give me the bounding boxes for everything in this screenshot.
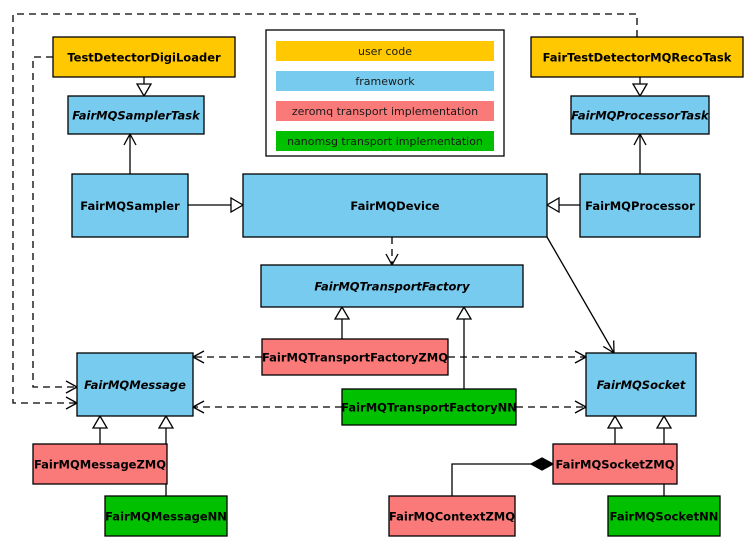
class-name-label: FairMQDevice [350,199,439,213]
arrowhead-hollow-triangle [333,305,351,320]
class-box[interactable] [67,95,205,135]
arrowhead-hollow-triangle [230,196,245,214]
class-name-label: FairTestDetectorMQRecoTask [543,51,732,65]
arrowhead-open-arrow [65,380,78,394]
legend-label: nanomsg transport implementation [287,135,483,148]
class-node-FairMQSampler[interactable]: FairMQSampler [71,173,189,238]
class-box[interactable] [341,388,517,426]
edge-path [32,56,77,388]
edge-path [451,463,553,496]
nodes-layer: TestDetectorDigiLoaderFairMQSamplerTaskF… [32,36,744,537]
class-name-label: FairMQContextZMQ [389,510,515,524]
arrowhead-hollow-triangle [655,414,673,429]
class-name-label: FairMQTransportFactoryNN [341,401,517,415]
legend-swatch [276,131,494,151]
class-node-FairTestDetectorMQRecoTask[interactable]: FairTestDetectorMQRecoTask [530,36,744,78]
arrowhead-open-arrow [574,350,587,364]
legend-entry-zeromq: zeromq transport implementation [276,101,494,121]
arrowhead-open-arrow [385,253,399,266]
class-box[interactable] [260,264,524,308]
class-name-label: FairMQSocket [597,378,686,392]
edge-contextzmq-to-socketzmq [451,463,553,496]
arrowhead-hollow-triangle [91,414,109,429]
class-name-label: FairMQSampler [80,199,180,213]
class-node-FairMQMessageNN[interactable]: FairMQMessageNN [104,495,228,537]
class-name-label: FairMQProcessorTask [571,109,710,123]
legend-label: framework [355,75,415,88]
edge-recotask-to-message [12,13,638,404]
class-node-TestDetectorDigiLoader[interactable]: TestDetectorDigiLoader [52,36,236,78]
edge-path [12,13,638,404]
legend-label: user code [358,45,412,58]
legend-entry-nanomsg: nanomsg transport implementation [276,131,494,151]
legend-swatch [276,71,494,91]
arrowhead-hollow-triangle [455,305,473,320]
class-name-label: FairMQTransportFactoryZMQ [262,351,448,365]
class-name-label: FairMQProcessor [585,199,695,213]
class-box[interactable] [32,443,168,485]
class-node-FairMQSocketZMQ[interactable]: FairMQSocketZMQ [552,443,678,485]
legend-swatch [276,41,494,61]
class-box[interactable] [585,352,697,417]
class-box[interactable] [607,495,721,537]
class-name-label: FairMQMessageNN [105,510,227,524]
arrowhead-open-arrow [602,340,615,354]
class-box[interactable] [570,95,710,135]
legend-entry-user_code: user code [276,41,494,61]
class-name-label: FairMQSocketZMQ [556,458,675,472]
class-node-FairMQSocketNN[interactable]: FairMQSocketNN [607,495,721,537]
legend-layer: user code framework zeromq transport imple… [265,29,505,157]
class-box[interactable] [530,36,744,78]
arrowhead-hollow-triangle [135,83,153,98]
legend-label: zeromq transport implementation [292,105,478,118]
class-name-label: FairMQSamplerTask [72,109,201,123]
legend-swatch [276,101,494,121]
class-box[interactable] [76,352,194,417]
arrowhead-open-arrow [123,133,137,146]
arrowhead-open-arrow [574,400,587,414]
class-box[interactable] [261,338,449,376]
class-name-label: FairMQMessageZMQ [34,458,166,472]
class-box[interactable] [388,495,516,537]
arrowhead-open-arrow [192,350,205,364]
class-name-label: FairMQTransportFactory [314,280,470,294]
arrowhead-hollow-triangle [631,83,649,98]
legend-entry-framework: framework [276,71,494,91]
class-name-label: FairMQSocketNN [610,510,719,524]
class-node-FairMQTransportFactory[interactable]: FairMQTransportFactory [260,264,524,308]
class-box[interactable] [52,36,236,78]
class-box[interactable] [71,173,189,238]
class-name-label: TestDetectorDigiLoader [67,51,221,65]
arrowhead-hollow-triangle [545,196,560,214]
class-box[interactable] [579,173,701,238]
arrowhead-open-arrow [192,400,205,414]
class-node-FairMQProcessorTask[interactable]: FairMQProcessorTask [570,95,710,135]
edge-digiloader-to-message [32,56,77,388]
class-name-label: FairMQMessage [84,378,186,392]
class-node-FairMQDevice[interactable]: FairMQDevice [242,173,548,238]
class-node-FairMQContextZMQ[interactable]: FairMQContextZMQ [388,495,516,537]
arrowhead-hollow-triangle [606,414,624,429]
class-node-FairMQTransportFactoryNN[interactable]: FairMQTransportFactoryNN [341,388,517,426]
class-node-FairMQMessageZMQ[interactable]: FairMQMessageZMQ [32,443,168,485]
edge-device-to-socket [546,236,615,354]
arrowhead-open-arrow [65,396,78,410]
class-node-FairMQMessage[interactable]: FairMQMessage [76,352,194,417]
class-node-FairMQSocket[interactable]: FairMQSocket [585,352,697,417]
class-box[interactable] [104,495,228,537]
class-node-FairMQSamplerTask[interactable]: FairMQSamplerTask [67,95,205,135]
edge-path [546,236,615,354]
arrowhead-open-arrow [633,133,647,146]
class-box[interactable] [552,443,678,485]
class-box[interactable] [242,173,548,238]
class-node-FairMQProcessor[interactable]: FairMQProcessor [579,173,701,238]
arrowhead-hollow-triangle [157,414,175,429]
arrowhead-filled-diamond [529,457,555,471]
edges-layer [12,13,673,496]
class-node-FairMQTransportFactoryZMQ[interactable]: FairMQTransportFactoryZMQ [261,338,449,376]
